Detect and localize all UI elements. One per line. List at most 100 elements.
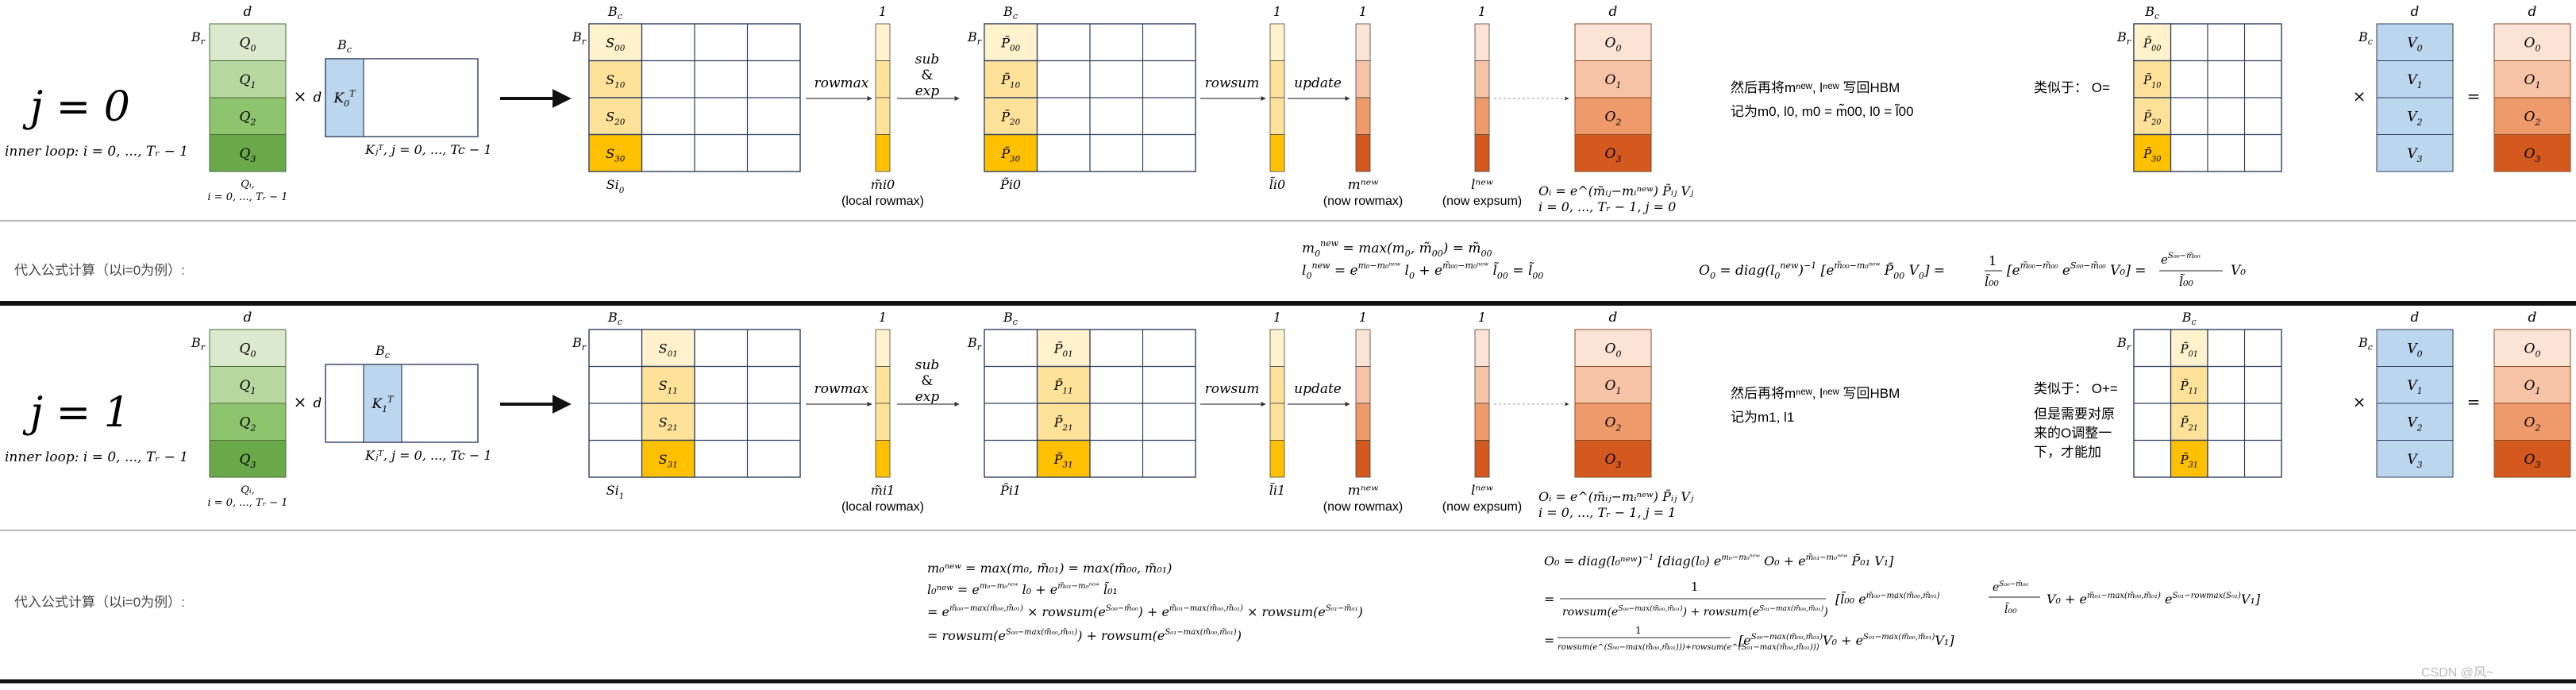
now-rowmax-caption: (now rowmax) xyxy=(1323,195,1403,208)
fraction-num: eS₀₀−m̃₀₀ xyxy=(2161,252,2201,267)
p-grid-cell xyxy=(984,133,1038,172)
s-grid-cell xyxy=(641,403,695,441)
oi-range: i = 0, ..., Tᵣ − 1, j = 1 xyxy=(1538,505,1676,520)
o-result-label: O2 xyxy=(2524,109,2541,127)
writeback-note: 然后再将mⁿᵉʷ, lⁿᵉʷ 写回HBM xyxy=(1731,386,1900,401)
p-grid-cell xyxy=(1036,365,1091,404)
bc-label: Bc xyxy=(1003,310,1018,327)
q-block xyxy=(209,329,287,367)
o-result-label: O0 xyxy=(2524,35,2541,53)
bc-label: Bc xyxy=(2144,4,2159,21)
v-block-label: V1 xyxy=(2407,72,2422,91)
p-block-label: P̃31 xyxy=(1053,452,1073,470)
q-block xyxy=(209,97,287,135)
dim-d-label: d xyxy=(1609,4,1618,20)
p-grid-cell xyxy=(1036,403,1091,441)
o-block-label: O2 xyxy=(1605,414,1622,433)
o-block xyxy=(1574,97,1652,135)
m-tilde-bar-segment xyxy=(875,440,891,478)
m-tilde-bar-segment xyxy=(875,60,891,98)
br-label: Br xyxy=(572,335,587,353)
s-block-label: S21 xyxy=(659,414,678,433)
oi-range: i = 0, ..., Tᵣ − 1, j = 0 xyxy=(1538,199,1676,214)
q-block-label: Q0 xyxy=(240,341,256,359)
dim-d-label: d xyxy=(2528,310,2537,326)
l-tilde-caption: l̃i1 xyxy=(1269,483,1285,498)
p-caption: P̃i0 xyxy=(999,177,1021,192)
s-block-label: S00 xyxy=(606,35,626,53)
times-sign: × xyxy=(294,392,307,411)
l-tilde-bar-segment xyxy=(1269,366,1285,404)
p-block-label: P̃10 xyxy=(1000,72,1020,91)
dim-one-label: 1 xyxy=(1359,310,1367,325)
q-block-label: Q2 xyxy=(240,414,256,433)
p-small-label: P̃01 xyxy=(2179,341,2198,359)
v-block-label: V3 xyxy=(2407,452,2422,470)
q-block-label: Q1 xyxy=(240,378,256,396)
m-tilde-bar-segment xyxy=(875,97,891,135)
v-block xyxy=(2376,60,2454,98)
oi-formula: Oᵢ = e^(m̃ᵢⱼ−mᵢⁿᵉʷ) P̃ᵢⱼ Vⱼ xyxy=(1538,489,1694,504)
o-result-label: O1 xyxy=(2524,72,2541,91)
bc-label: Bc xyxy=(2358,29,2373,47)
dim-one-label: 1 xyxy=(1359,4,1367,19)
m-tilde-bar-segment xyxy=(875,329,891,367)
l-tilde-caption: l̃i0 xyxy=(1269,177,1285,192)
similar-label: 类似于： O+= xyxy=(2034,381,2118,396)
equals-sign: = xyxy=(2467,392,2481,411)
fraction-l00: l̃₀₀ xyxy=(1985,274,2000,289)
inner-loop-label: inner loop: i = 0, ..., Tᵣ − 1 xyxy=(5,449,188,465)
l-tilde-bar-segment xyxy=(1269,134,1285,172)
l-new-bar-segment xyxy=(1474,329,1490,367)
q-block-label: Q0 xyxy=(240,35,256,53)
o-result-block xyxy=(2493,329,2571,367)
now-rowmax-caption: (now rowmax) xyxy=(1323,500,1403,514)
kt-block-label: K1T xyxy=(371,394,395,414)
o-block-label: O0 xyxy=(1605,35,1622,53)
p-grid-small-cell xyxy=(2133,133,2172,172)
o-result-block xyxy=(2493,440,2571,478)
m-tilde-caption: m̃i0 xyxy=(871,177,895,192)
v-block xyxy=(2376,23,2454,61)
similar-note: 但是需要对原 xyxy=(2034,407,2115,422)
l-new-bar-segment xyxy=(1474,60,1490,98)
o-block xyxy=(1574,60,1652,98)
p-small-label: P̃21 xyxy=(2179,415,2198,433)
s-block-label: S30 xyxy=(606,146,626,164)
dim-d-label: d xyxy=(1609,310,1618,326)
v-block-label: V2 xyxy=(2407,414,2422,433)
rowmax-label: rowmax xyxy=(814,75,869,91)
o-block-label: O2 xyxy=(1605,109,1622,127)
br-label: Br xyxy=(191,29,206,47)
h2-frac-num: eS₀₀−m̃₀₀ xyxy=(1993,580,2028,594)
equals-sign: = xyxy=(2467,87,2481,106)
br-label: Br xyxy=(2116,29,2131,47)
h3-num: 1 xyxy=(1635,625,1642,636)
m-tilde-bar-segment xyxy=(875,23,891,61)
o-block xyxy=(1574,440,1652,478)
dim-d-label: d xyxy=(314,395,322,411)
exp-label: exp xyxy=(915,83,940,99)
l-new-bar-segment xyxy=(1474,97,1490,135)
dim-one-label: 1 xyxy=(879,4,887,19)
dim-d-label: d xyxy=(2528,4,2537,20)
m-tilde-bar-segment xyxy=(875,403,891,441)
m-new-bar-segment xyxy=(1355,97,1371,135)
fraction-one: 1 xyxy=(1989,253,1996,268)
br-label: Br xyxy=(967,335,982,353)
bc-label: Bc xyxy=(337,37,352,55)
dim-d-label: d xyxy=(2411,4,2420,20)
p-grid-cell xyxy=(984,60,1038,98)
v-block xyxy=(2376,97,2454,135)
eq-sign-h2: = xyxy=(1544,592,1554,607)
p-block-label: P̃20 xyxy=(1000,109,1020,127)
dim-one-label: 1 xyxy=(1478,310,1486,325)
times-sign: × xyxy=(2353,87,2366,106)
v-block-label: V0 xyxy=(2407,35,2422,53)
q-block xyxy=(209,134,287,172)
now-expsum-caption: (now expsum) xyxy=(1442,500,1522,514)
formula-o0-b: [em̃₀₀−m̃₀₀ eS₀₀−m̃₀₀ V₀] = xyxy=(2007,260,2147,279)
formula-label: 代入公式计算（以i=0为例）: xyxy=(14,595,185,610)
kt-block-label: K0T xyxy=(333,88,356,109)
